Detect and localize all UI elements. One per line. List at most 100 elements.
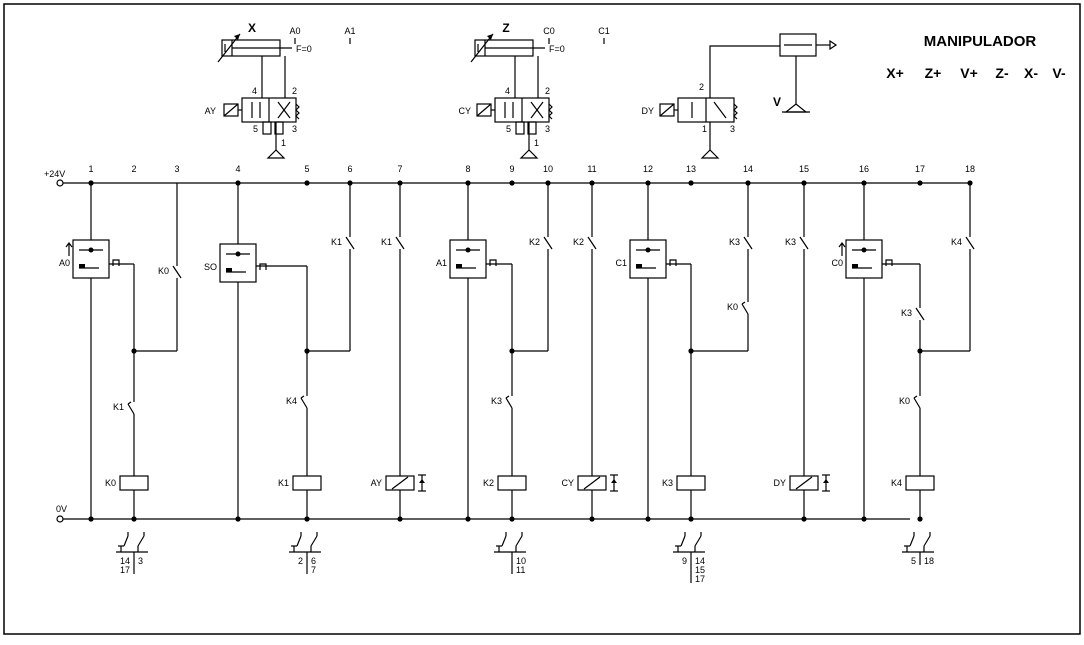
- contact-label: K3: [491, 396, 502, 406]
- port-label: 1: [281, 138, 286, 148]
- cross-ref-nc-icon: [515, 535, 523, 547]
- diagram-title: MANIPULADOR: [924, 33, 1037, 50]
- sensor-label: C1: [615, 258, 627, 268]
- port-label: 3: [292, 124, 297, 134]
- cross-ref-number: 15: [695, 565, 705, 575]
- junction-dot: [688, 180, 694, 186]
- cross-ref-number: 2: [298, 556, 303, 566]
- cylinder-z: [470, 33, 545, 63]
- cross-ref-no-icon: [501, 535, 507, 547]
- vacuum-group: DY 2 V 1 3: [641, 33, 838, 159]
- output-icon: [112, 259, 120, 266]
- cross-ref-nc-icon: [923, 535, 931, 547]
- column-number: 18: [965, 164, 975, 174]
- rail-24v-label: +24V: [44, 169, 65, 179]
- no-contact-k3: [799, 236, 809, 250]
- wire: [300, 395, 305, 399]
- cross-ref-number: 3: [138, 556, 143, 566]
- sensor-icon: [456, 264, 462, 268]
- suction-cup: [784, 103, 808, 113]
- no-contact-k0: [172, 265, 182, 279]
- coil-k4: [905, 475, 935, 491]
- cross-ref-number: 5: [911, 556, 916, 566]
- cylinder-x-pos-a1: A1: [344, 26, 355, 36]
- coil-label: K4: [891, 478, 902, 488]
- sensor-icon: [79, 264, 85, 268]
- column-number: 9: [509, 164, 514, 174]
- output-icon: [259, 263, 267, 270]
- proximity-sensor-a0: [72, 239, 110, 279]
- proximity-sensor-so: [219, 243, 257, 283]
- valve-ay-label: AY: [205, 106, 216, 116]
- contact-label: K1: [381, 237, 392, 247]
- cross-ref-nc-icon: [137, 535, 145, 547]
- contact-label: K4: [286, 396, 297, 406]
- port-label: 4: [252, 86, 257, 96]
- output-icon: [885, 259, 893, 266]
- coil-label: CY: [561, 478, 574, 488]
- column-number: 3: [174, 164, 179, 174]
- port-label: 3: [545, 124, 550, 134]
- coil-label: AY: [371, 478, 382, 488]
- no-contact-k3: [743, 236, 753, 250]
- cylinder-z-pos-c0: C0: [543, 26, 555, 36]
- rail-0v-label: 0V: [56, 504, 67, 514]
- cross-ref-no-icon: [680, 535, 686, 547]
- coil-label: K1: [278, 478, 289, 488]
- cross-ref-number: 14: [695, 556, 705, 566]
- cross-ref-number: 6: [311, 556, 316, 566]
- contact-label: K4: [951, 237, 962, 247]
- cylinder-x-force: F=0: [296, 44, 312, 54]
- cross-ref-number: 7: [311, 565, 316, 575]
- valve-cy: [476, 97, 553, 123]
- cross-ref-number: 14: [120, 556, 130, 566]
- column-number: 14: [743, 164, 753, 174]
- column-number: 7: [397, 164, 402, 174]
- contact-label: K3: [901, 308, 912, 318]
- position-arrow-icon: [65, 242, 73, 248]
- wire: [505, 395, 510, 399]
- junction-dot: [509, 180, 515, 186]
- cross-ref-number: 17: [120, 565, 130, 575]
- port-label: 1: [702, 124, 707, 134]
- column-number: 6: [347, 164, 352, 174]
- solenoid-icon: [795, 476, 813, 490]
- cross-ref-number: 11: [516, 565, 525, 575]
- cylinder-z-pos-c1: C1: [598, 26, 610, 36]
- cross-ref-number: 10: [516, 556, 526, 566]
- port-label: 5: [253, 124, 258, 134]
- nc-contact-k3: [505, 397, 513, 409]
- contact-label: K1: [331, 237, 342, 247]
- cylinder-z-force: F=0: [549, 44, 565, 54]
- nc-contact-k0: [913, 397, 921, 409]
- cylinder-z-group: Z C0 C1 F=0 4 2 CY 5 3 1: [458, 21, 610, 159]
- diode-icon: [611, 479, 617, 483]
- column-number: 12: [643, 164, 653, 174]
- coil-label: K3: [662, 478, 673, 488]
- coil-k2: [497, 475, 527, 491]
- column-number: 2: [131, 164, 136, 174]
- sequence-step: X-: [1024, 65, 1038, 81]
- column-number: 11: [587, 164, 596, 174]
- contact-label: K0: [158, 266, 169, 276]
- column-number: 8: [465, 164, 470, 174]
- no-contact-k2: [587, 236, 597, 250]
- coil-label: DY: [773, 478, 786, 488]
- output-icon: [669, 259, 677, 266]
- sensor-label: A1: [436, 258, 447, 268]
- port-label: 1: [534, 138, 539, 148]
- cross-ref-number: 18: [924, 556, 934, 566]
- contact-label: K2: [529, 237, 540, 247]
- no-contact-k1: [345, 236, 355, 250]
- nc-contact-k0: [741, 303, 749, 315]
- contact-label: K3: [729, 237, 740, 247]
- valve-cy-label: CY: [458, 106, 471, 116]
- cylinder-z-name: Z: [502, 21, 509, 35]
- cylinder-x-pos-a0: A0: [289, 26, 300, 36]
- coil-label: K2: [483, 478, 494, 488]
- sensor-icon: [636, 264, 642, 268]
- valve-dy-label: DY: [641, 106, 654, 116]
- coil-label: K0: [105, 478, 116, 488]
